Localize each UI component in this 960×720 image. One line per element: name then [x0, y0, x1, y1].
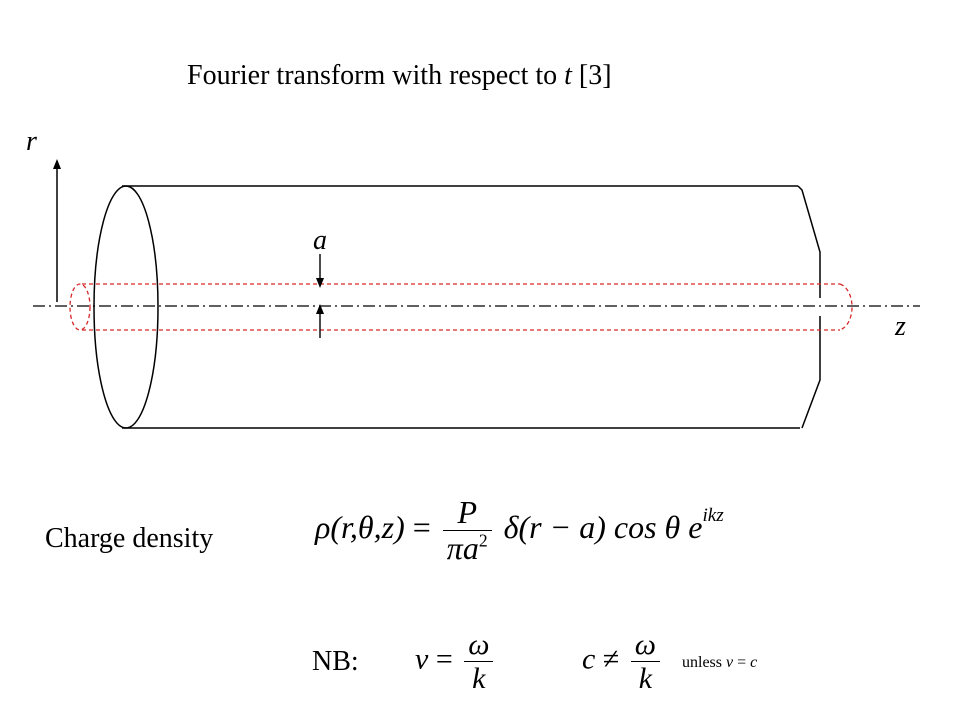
unless-v: v: [726, 654, 734, 671]
beam-tube: [69, 283, 853, 331]
charge-density-label: Charge density: [45, 523, 214, 554]
v-lhs: v: [415, 642, 429, 676]
unless-c: c: [750, 654, 758, 671]
rho-equals: =: [412, 509, 431, 546]
exp-power: ikz: [702, 504, 724, 526]
p-over-pi-a2-fraction: P πa2: [442, 495, 492, 566]
z-axis-label: z: [894, 311, 906, 342]
cylinder-right-end: [797, 185, 821, 429]
charge-density-equation: ρ(r,θ,z) = P πa2 δ(r − a) cos θ eikz: [315, 495, 724, 566]
cos-term: cos θ: [613, 509, 681, 546]
title-variable: t: [564, 60, 572, 91]
phase-velocity-equation: v = ω k: [415, 629, 497, 695]
omega-over-k-fraction: ω k: [464, 629, 494, 695]
title-main-text: Fourier transform with respect to: [187, 60, 558, 91]
slide-title: Fourier transform with respect to t [3]: [187, 62, 612, 90]
rho-lhs: ρ(r,θ,z): [315, 509, 405, 546]
c-not-equal-equation: c ≠ ω k: [582, 629, 664, 695]
unless-word: unless: [682, 654, 722, 671]
exp-base: e: [688, 509, 703, 546]
nb-label: NB:: [312, 646, 359, 677]
v-numerator: ω: [464, 629, 494, 662]
v-equals: =: [435, 642, 453, 676]
v-denominator: k: [472, 661, 486, 695]
cylinder-body: [93, 185, 821, 429]
r-axis-label: r: [26, 126, 37, 157]
beam-right-end: [839, 283, 853, 331]
radius-label: a: [313, 225, 327, 256]
unless-note: unless v = c: [682, 655, 757, 671]
fraction-denominator: πa2: [443, 529, 492, 566]
fraction-numerator: P: [442, 495, 492, 531]
c-omega-over-k-fraction: ω k: [630, 629, 660, 695]
den-a: a: [462, 529, 479, 566]
den-exponent: 2: [478, 530, 488, 551]
delta-term: δ(r − a): [503, 509, 606, 546]
c-denominator: k: [638, 661, 653, 695]
unless-equals: =: [737, 654, 747, 671]
cylinder-left-end: [93, 185, 159, 429]
beam-left-end: [69, 283, 91, 331]
c-lhs: c: [582, 642, 596, 676]
den-pi: π: [446, 529, 463, 566]
c-numerator: ω: [630, 629, 660, 662]
title-reference: [3]: [578, 60, 612, 91]
c-not-equal: ≠: [602, 642, 620, 676]
